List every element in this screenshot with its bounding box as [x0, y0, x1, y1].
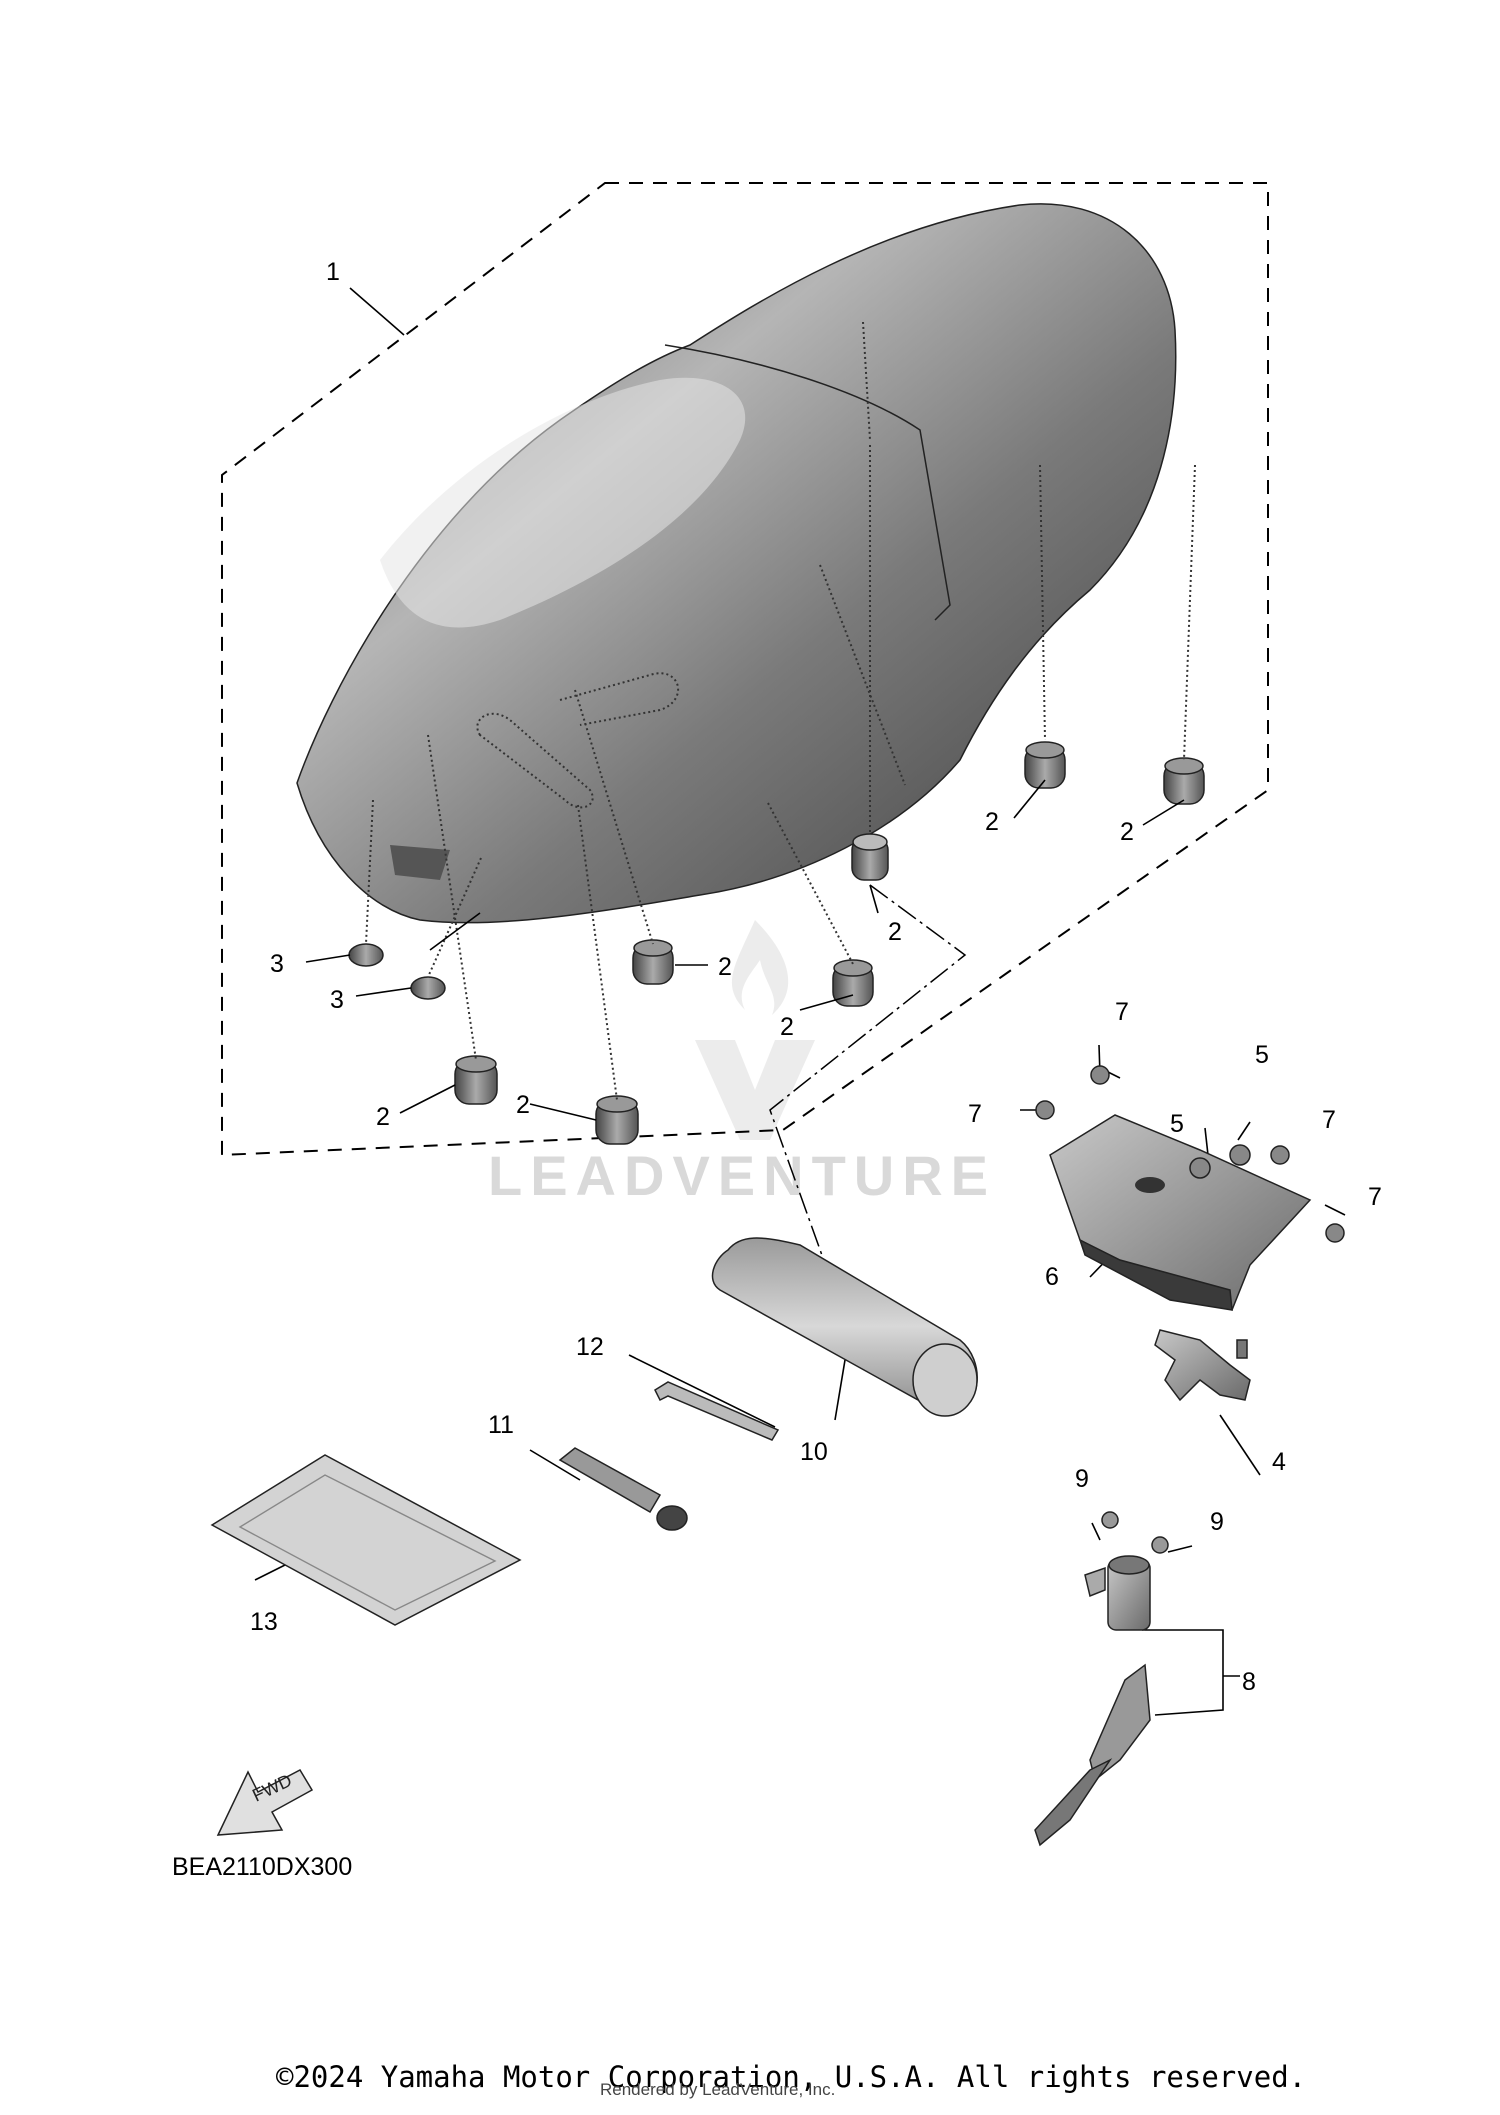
- callout-tool-bag: 10: [800, 1438, 828, 1466]
- damper-2a: [1024, 741, 1066, 789]
- tool-bag: [711, 1237, 978, 1417]
- callout-damper-2g: 2: [516, 1091, 530, 1119]
- bolt-group-7-5: [1035, 1065, 1345, 1243]
- rendered-by-notice: Rendered by LeadVenture, Inc.: [600, 2080, 836, 2099]
- callout-bolt-7d: 7: [1368, 1183, 1382, 1211]
- seat-lock: [1034, 1511, 1169, 1847]
- mounting-lines: [365, 321, 1196, 1101]
- drawing-code: BEA2110DX300: [172, 1853, 352, 1881]
- callout-nut-a: 5: [1170, 1110, 1184, 1138]
- hex-wrench: [654, 1381, 780, 1441]
- damper-3a: [348, 943, 384, 967]
- callout-damper-2f: 2: [376, 1103, 390, 1131]
- callout-bolt-7c: 7: [1322, 1106, 1336, 1134]
- screwdriver: [558, 1447, 688, 1531]
- callout-damper-2c: 2: [888, 918, 902, 946]
- damper-2g: [595, 1095, 639, 1145]
- callout-seat-lock: 8: [1242, 1668, 1256, 1696]
- damper-2c: [851, 833, 889, 881]
- bracket: [1049, 1114, 1312, 1311]
- seat: [296, 203, 1177, 924]
- callout-bolt-9a: 9: [1075, 1465, 1089, 1493]
- callout-bolt-7a: 7: [1115, 998, 1129, 1026]
- callout-damper-2e: 2: [780, 1013, 794, 1041]
- callout-screwdriver: 11: [488, 1411, 514, 1439]
- callout-seat: 1: [326, 258, 340, 286]
- damper-3b: [410, 976, 446, 1000]
- callout-damper-3b: 3: [330, 986, 344, 1014]
- damper-2d: [632, 939, 674, 985]
- damper-2b: [1163, 757, 1205, 805]
- damper-group: [348, 741, 1205, 1145]
- callout-damper-3a: 3: [270, 950, 284, 978]
- callout-bolt-9b: 9: [1210, 1508, 1224, 1536]
- copyright-notice: ©2024 Yamaha Motor Corporation, U.S.A. A…: [276, 2060, 1307, 2094]
- fwd-arrow-icon: FWD: [216, 1769, 314, 1836]
- callout-bolt-7b: 7: [968, 1100, 982, 1128]
- callout-owners-manual: 13: [250, 1608, 278, 1636]
- callout-damper-2a: 2: [985, 808, 999, 836]
- watermark-text: LEADVENTURE: [488, 1144, 996, 1207]
- owners-manual: [210, 1454, 522, 1626]
- callout-hex-wrench: 12: [576, 1333, 604, 1361]
- callout-hook: 4: [1272, 1448, 1286, 1476]
- damper-2f: [454, 1055, 498, 1105]
- watermark-logo: [695, 920, 815, 1140]
- callout-bracket: 6: [1045, 1263, 1059, 1291]
- callout-damper-2b: 2: [1120, 818, 1134, 846]
- callout-damper-2d: 2: [718, 953, 732, 981]
- seat-assembly-outline: [221, 182, 1269, 1157]
- damper-2e: [832, 959, 874, 1007]
- hook: [1154, 1329, 1251, 1402]
- callouts: 1 2 2 2 2 2 2 2 3 3 4 5 5 6 7 7 7 7 8 9 …: [250, 258, 1382, 1696]
- callout-nut-b: 5: [1255, 1041, 1269, 1069]
